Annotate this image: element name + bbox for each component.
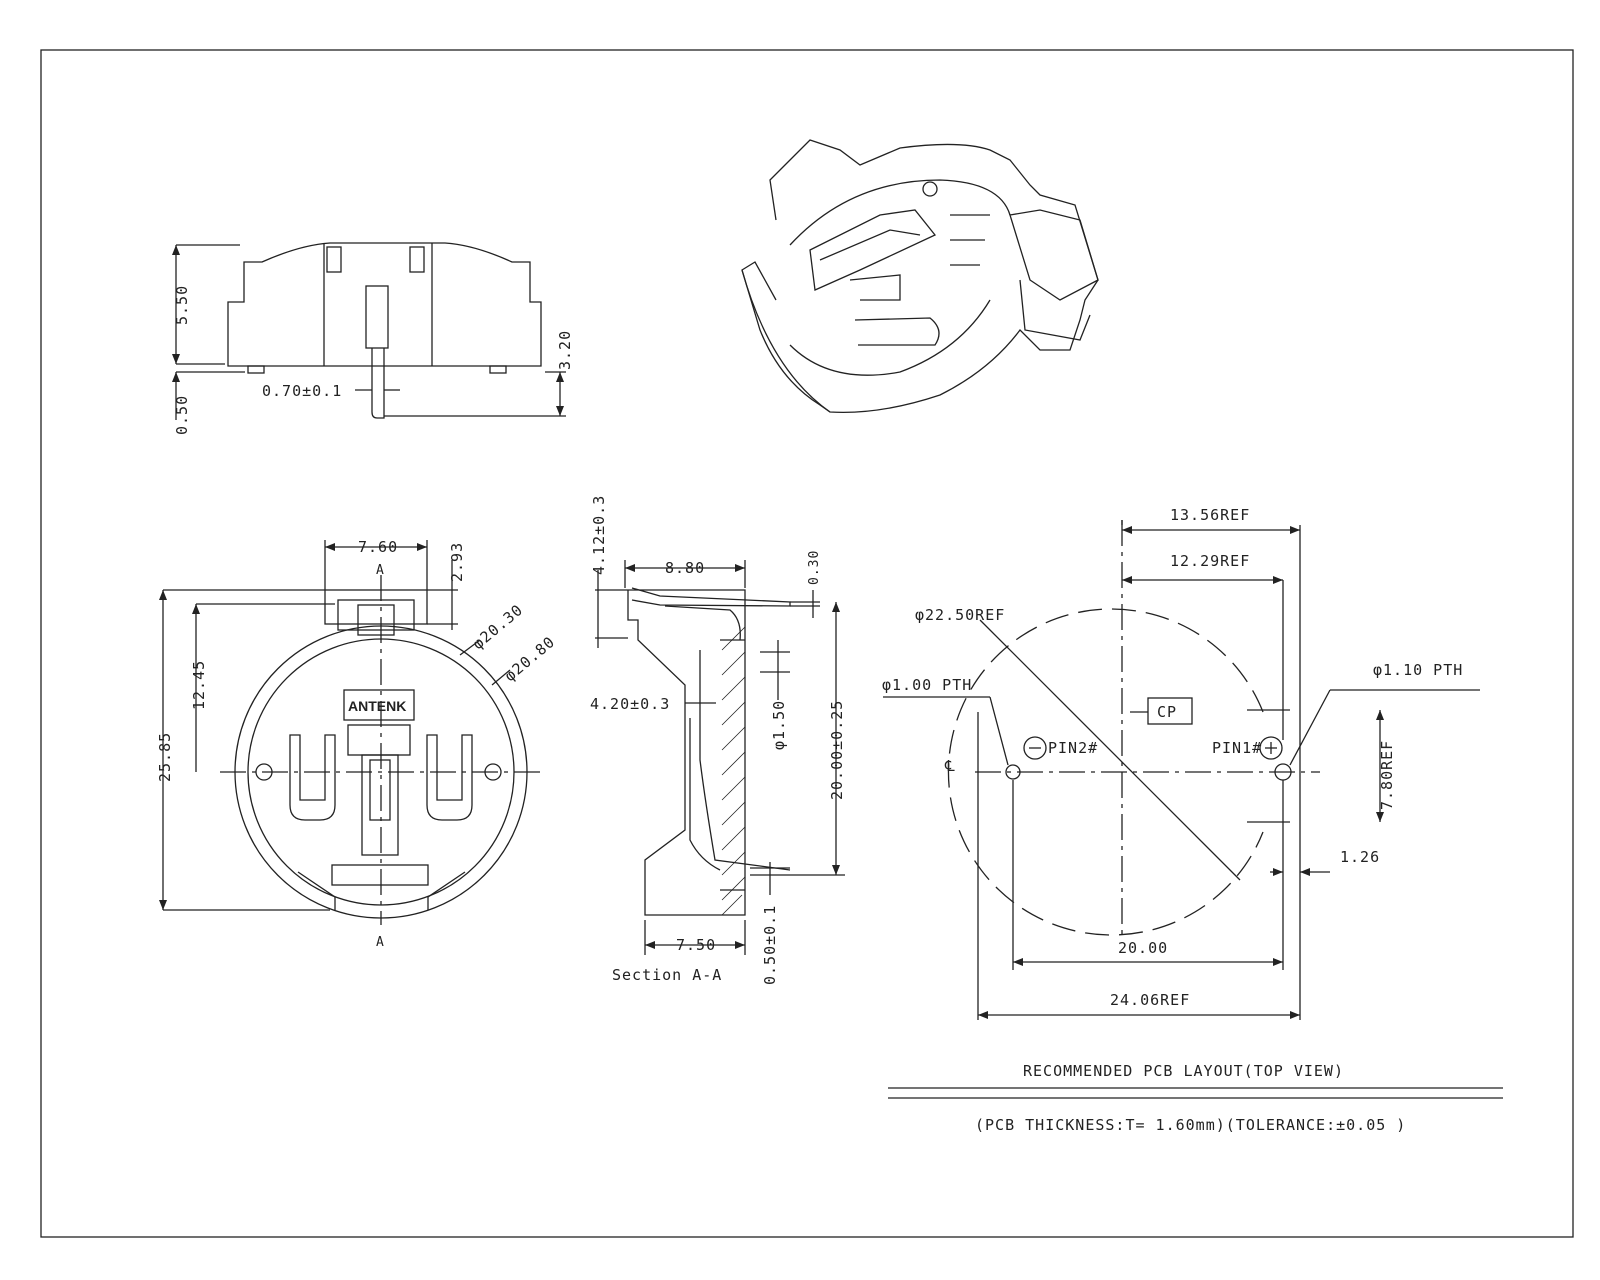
pcb-overall-width-dim: 24.06REF [1110, 991, 1190, 1009]
section-overall-height-dim: 4.12±0.3 [590, 495, 608, 575]
pcb-center-label: CP [1157, 703, 1177, 721]
section-mark-top: A [376, 563, 385, 578]
pcb-top-inner-dim: 12.29REF [1170, 552, 1250, 570]
side-standoff-dim: 0.50 [173, 395, 191, 435]
pcb-small-dim: 1.26 [1340, 848, 1380, 866]
pcb-centerline-symbol: ℄ [944, 757, 956, 775]
isometric-view [741, 139, 1099, 414]
top-outer-diameter-dim: φ20.30 [469, 601, 527, 653]
pcb-right-hole-dim: φ1.10 PTH [1373, 661, 1463, 679]
side-view [175, 242, 566, 420]
pcb-pin-positive-label: PIN1# [1212, 739, 1262, 757]
top-view [162, 540, 545, 925]
pcb-top-outer-dim: 13.56REF [1170, 506, 1250, 524]
side-pin-drop-dim: 3.20 [556, 330, 574, 370]
top-center-offset-dim: 12.45 [190, 660, 208, 710]
section-contact-thickness-dim: 0.30 [807, 550, 822, 585]
pcb-layout-title: RECOMMENDED PCB LAYOUT(TOP VIEW) [1023, 1062, 1344, 1080]
sheet-border [40, 49, 1574, 1238]
pcb-left-hole-dim: φ1.00 PTH [882, 676, 972, 694]
pcb-pin-negative-label: PIN2# [1048, 739, 1098, 757]
pcb-layout [883, 520, 1503, 1099]
section-top-width-dim: 8.80 [665, 559, 705, 577]
section-bottom-width-dim: 7.50 [676, 936, 716, 954]
section-caption: Section A-A [612, 966, 722, 984]
section-view [595, 560, 845, 955]
side-pin-width-dim: 0.70±0.1 [262, 382, 342, 400]
section-side-offset-dim: 4.20±0.3 [590, 695, 670, 713]
section-mark-bottom: A [376, 935, 385, 950]
top-total-length-dim: 25.85 [156, 732, 174, 782]
section-battery-diameter-dim: 20.00±0.25 [828, 700, 846, 800]
pcb-circle-dim: φ22.50REF [915, 606, 1005, 624]
top-inner-diameter-dim: φ20.80 [501, 633, 559, 685]
section-hole-dim: φ1.50 [770, 700, 788, 750]
section-bottom-thickness-dim: 0.50±0.1 [761, 905, 779, 985]
brand-label: ANTENK [348, 698, 406, 714]
dimension-arrows [159, 245, 1384, 1019]
pcb-pad-height-dim: 7.80REF [1378, 740, 1396, 810]
top-depth-dim: 2.93 [448, 542, 466, 582]
side-height-dim: 5.50 [173, 285, 191, 325]
top-width-dim: 7.60 [358, 538, 398, 556]
pcb-layout-note: (PCB THICKNESS:T= 1.60mm)(TOLERANCE:±0.0… [975, 1116, 1406, 1134]
pcb-pin-pitch-dim: 20.00 [1118, 939, 1168, 957]
